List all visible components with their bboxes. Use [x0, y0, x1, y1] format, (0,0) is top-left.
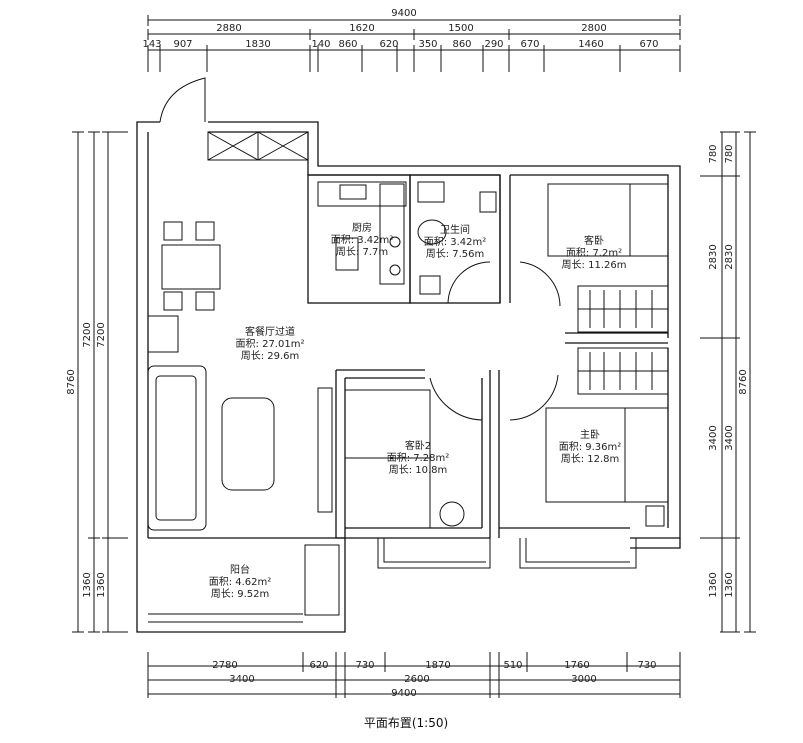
- right-dimensions: [700, 131, 756, 633]
- dim-left-total: 8760: [66, 369, 77, 394]
- dim-top-2: 2800: [581, 23, 606, 34]
- side-cabinet: [147, 315, 179, 353]
- dim-top-3: 860: [338, 39, 357, 50]
- guest-perimeter: 周长: 11.26m: [562, 259, 627, 271]
- tv-cabinet: [317, 387, 333, 513]
- dim-bottom-2: 2600: [404, 674, 429, 685]
- master-perimeter: 周长: 12.8m: [561, 453, 620, 465]
- dim-top-3: 1830: [245, 39, 270, 50]
- dim-bottom-1: 730: [355, 660, 374, 671]
- kitchen-name: 厨房: [352, 221, 372, 234]
- living-perimeter: 周长: 29.6m: [241, 350, 300, 362]
- guest-bed: [547, 183, 669, 257]
- dim-right-mid: 780: [708, 144, 719, 163]
- guest-name: 客卧: [584, 234, 604, 247]
- windows: [148, 538, 637, 623]
- dim-top-3: 140: [311, 39, 330, 50]
- dim-top-3: 860: [452, 39, 471, 50]
- dim-right-mid: 2830: [708, 244, 719, 269]
- dim-top-3: 670: [520, 39, 539, 50]
- wardrobe-guest: [577, 285, 669, 333]
- dim-right-mid: 1360: [708, 572, 719, 597]
- dim-bottom-1: 510: [503, 660, 522, 671]
- sofa: [147, 365, 207, 531]
- dim-top-2: 2880: [216, 23, 241, 34]
- dim-top-total: 9400: [391, 8, 416, 19]
- dim-top-3: 143: [142, 39, 161, 50]
- balcony-name: 阳台: [230, 563, 250, 576]
- dim-bottom-1: 1870: [425, 660, 450, 671]
- kitchen-counters: [317, 181, 407, 285]
- dim-left-mid: 1360: [82, 572, 93, 597]
- bottom-dimensions: [147, 652, 681, 698]
- dim-right-mid: 3400: [708, 425, 719, 450]
- master-bed: [545, 407, 669, 527]
- dim-top-3: 290: [484, 39, 503, 50]
- coffee-table: [221, 397, 275, 491]
- guest2-area: 面积: 7.28m²: [387, 452, 450, 464]
- dim-left-inner: 7200: [96, 322, 107, 347]
- dim-left-mid: 7200: [82, 322, 93, 347]
- dim-left-inner: 1360: [96, 572, 107, 597]
- guest-door-arc: [519, 261, 561, 307]
- dim-bottom-total: 9400: [391, 688, 416, 699]
- entry-cabinet: [207, 131, 309, 161]
- dim-top-2: 1500: [448, 23, 473, 34]
- dining-table: [161, 221, 221, 311]
- guest2-perimeter: 周长: 10.8m: [389, 464, 448, 476]
- wardrobe-master: [577, 347, 669, 395]
- dim-bottom-1: 730: [637, 660, 656, 671]
- master-door-arc: [509, 374, 559, 421]
- dim-top-3: 620: [379, 39, 398, 50]
- bathroom-perimeter: 周长: 7.56m: [426, 248, 485, 260]
- dim-top-3: 670: [639, 39, 658, 50]
- bathroom-name: 卫生间: [440, 223, 470, 236]
- dim-bottom-1: 1760: [564, 660, 589, 671]
- dim-top-3: 350: [418, 39, 437, 50]
- bathroom-area: 面积: 3.42m²: [424, 236, 487, 248]
- dim-right-inner: 1360: [724, 572, 735, 597]
- top-dimensions: [147, 15, 681, 72]
- entry-door: [159, 77, 206, 123]
- dim-right-inner: 3400: [724, 425, 735, 450]
- balcony-area: 面积: 4.62m²: [209, 576, 272, 588]
- dim-top-3: 907: [173, 39, 192, 50]
- walls: [136, 121, 681, 633]
- guest2-name: 客卧2: [405, 439, 431, 452]
- dim-bottom-2: 3000: [571, 674, 596, 685]
- dim-top-3: 1460: [578, 39, 603, 50]
- guest2-door-arc: [429, 377, 483, 421]
- master-name: 主卧: [580, 428, 600, 441]
- guest-area: 面积: 7.2m²: [566, 247, 622, 259]
- plan-caption: 平面布置(1:50): [364, 716, 448, 730]
- dim-bottom-1: 2780: [212, 660, 237, 671]
- kitchen-area: 面积: 3.42m²: [331, 234, 394, 246]
- dim-bottom-2: 3400: [229, 674, 254, 685]
- room-labels: 厨房 面积: 3.42m² 周长: 7.7m 卫生间 面积: 3.42m² 周长…: [209, 221, 627, 600]
- dim-right-inner: 2830: [724, 244, 735, 269]
- dim-bottom-1: 620: [309, 660, 328, 671]
- bathroom-door-arc: [447, 261, 491, 304]
- guest2-bed: [344, 389, 465, 529]
- master-area: 面积: 9.36m²: [559, 441, 622, 453]
- left-dimensions: [72, 131, 128, 633]
- balcony-cabinet: [304, 544, 340, 616]
- dim-top-2: 1620: [349, 23, 374, 34]
- dimension-text: 9400 2880 1620 1500 2800 143 907 1830 14…: [66, 8, 749, 699]
- dim-right-inner: 780: [724, 144, 735, 163]
- kitchen-perimeter: 周长: 7.7m: [336, 246, 388, 258]
- living-area: 面积: 27.01m²: [236, 338, 305, 350]
- balcony-perimeter: 周长: 9.52m: [211, 588, 270, 600]
- bathroom-fixtures: [417, 181, 497, 295]
- living-name: 客餐厅过道: [245, 325, 295, 338]
- dim-right-total: 8760: [738, 369, 749, 394]
